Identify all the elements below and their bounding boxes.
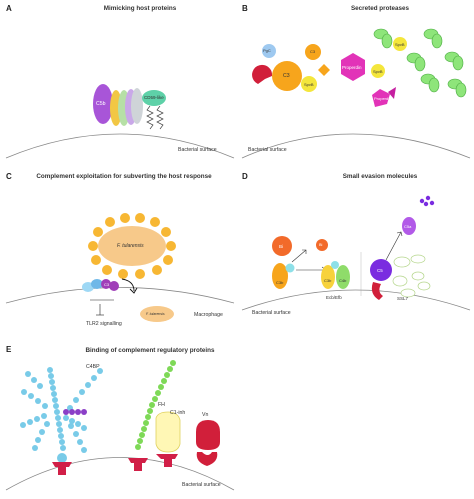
gpi-anchor-1	[146, 105, 154, 130]
spvb-label-2: SpvB	[373, 69, 383, 74]
mac-protein-grey	[131, 88, 143, 124]
panel-d-surface-label: Bacterial surface	[252, 310, 291, 316]
spvb-label-3: SpvB	[395, 42, 405, 47]
c4bp-label: C4BP	[86, 364, 100, 370]
c3b-label: C3b	[276, 280, 284, 285]
vitronectin-protein	[196, 420, 220, 450]
arrow-to-bi	[291, 249, 307, 263]
c4b-protein-right	[336, 265, 350, 289]
c4b-label: C4b	[339, 278, 347, 283]
c4bp-receptor	[52, 462, 72, 475]
c1-inh-label: C1-inh	[170, 410, 186, 416]
panel-a-letter: A	[6, 4, 12, 13]
bi-label-2: Bi	[319, 243, 323, 247]
panel-b-surface-label: Bacterial surface	[248, 147, 287, 153]
ecb-efb-label: Ecb/Efb	[326, 295, 342, 300]
c5a-small-dots	[419, 195, 435, 207]
properdin-fragment-label: Properdin	[374, 96, 392, 101]
panel-b-title: Secreted proteases	[350, 5, 410, 12]
c4bp-arms	[20, 367, 103, 453]
bacterial-surface-curve-b	[241, 133, 471, 159]
panel-a-title: Mimicking host proteins	[103, 5, 177, 12]
ecb-molecule	[285, 263, 295, 273]
c4b-label-left: C3b	[324, 278, 332, 283]
mac-protein-green	[118, 90, 130, 126]
c4bp-anchor	[57, 453, 67, 463]
gpi-anchor-2	[156, 105, 164, 130]
cd59-label: CD59-like	[144, 95, 164, 100]
tlr2-signalling-label: TLR2 signalling	[86, 321, 122, 327]
protease-pacman-red	[252, 64, 273, 84]
mac-protein-violet	[125, 89, 137, 125]
ssl7-scaffold	[392, 254, 431, 298]
ssl7-label: SSL7	[397, 296, 409, 301]
panel-d-letter: D	[242, 172, 248, 181]
c3-fragment-small	[318, 64, 330, 76]
bacterial-surface-curve-d	[241, 289, 471, 311]
c4b-protein-left	[321, 265, 335, 289]
bacterial-surface-curve-a	[5, 133, 235, 159]
fh-label: FH	[158, 402, 165, 408]
c3b-protein	[272, 263, 288, 289]
c3-receptor-right	[109, 281, 119, 291]
spvb-label-1: SpvB	[304, 82, 314, 87]
c3-label-b: C3	[283, 73, 290, 79]
c1-inh-receptor	[156, 454, 178, 467]
panel-c-letter: C	[6, 172, 12, 181]
fh-chain	[135, 360, 176, 450]
c3-fragment-label: C3	[310, 49, 316, 54]
vitronectin-receptor	[196, 452, 218, 466]
panel-a-surface-label: Bacterial surface	[178, 147, 217, 153]
fh-receptor	[128, 458, 148, 471]
phagocytosis-arrow	[121, 278, 135, 292]
c5b-label: C5b	[96, 101, 106, 107]
ecb-bound	[331, 261, 339, 269]
panel-b-letter: B	[242, 4, 248, 13]
tlr2-receptor-left	[82, 282, 94, 292]
arrow-to-c5a	[385, 231, 402, 261]
mac-protein-yellow	[110, 90, 122, 126]
c5a-label: C5a	[404, 224, 412, 229]
panel-e-title: Binding of complement regulatory protein…	[85, 347, 215, 354]
panel-e-surface-label: Bacterial surface	[182, 482, 221, 488]
degraded-fragments	[373, 28, 467, 98]
panel-c-title: Complement exploitation for subverting t…	[36, 173, 212, 180]
c3-receptor-label: C3	[104, 282, 110, 287]
c4bp-beta-chain	[63, 409, 87, 415]
panel-e-letter: E	[6, 345, 12, 354]
vn-label: Vn	[202, 412, 209, 418]
macrophage-label: Macrophage	[194, 312, 223, 318]
panel-d-title: Small evasion molecules	[342, 173, 418, 180]
internalized-label: F. tularensis	[146, 312, 165, 316]
c1-inhibitor	[155, 411, 181, 453]
f-tularensis-label: F. tularensis	[117, 243, 144, 249]
properdin-label: Properdin	[342, 65, 362, 70]
tlr2-receptor-right	[91, 279, 103, 289]
bi-label: Bi	[279, 244, 284, 249]
ssl7-protein	[371, 282, 383, 300]
c5-label: C5	[377, 268, 383, 273]
macrophage-membrane	[5, 287, 235, 304]
pgc-label: PgC	[263, 48, 271, 53]
